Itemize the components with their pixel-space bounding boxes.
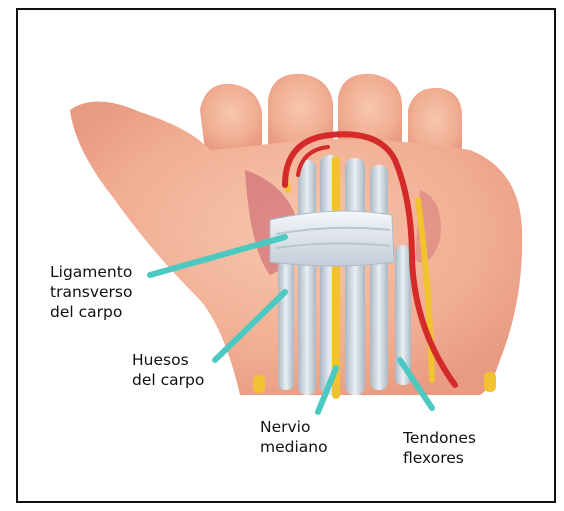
- label-line: del carpo: [132, 370, 204, 390]
- label-tendones-flexores: Tendones flexores: [403, 428, 476, 468]
- label-ligamento-transverso: Ligamento transverso del carpo: [50, 262, 133, 322]
- label-line: del carpo: [50, 302, 133, 322]
- label-line: mediano: [260, 437, 328, 457]
- label-line: flexores: [403, 448, 476, 468]
- label-line: Nervio: [260, 417, 328, 437]
- transverse-carpal-ligament: [270, 211, 394, 266]
- label-line: transverso: [50, 282, 133, 302]
- label-line: Huesos: [132, 350, 204, 370]
- label-line: Ligamento: [50, 262, 133, 282]
- label-line: Tendones: [403, 428, 476, 448]
- label-huesos-carpo: Huesos del carpo: [132, 350, 204, 390]
- label-nervio-mediano: Nervio mediano: [260, 417, 328, 457]
